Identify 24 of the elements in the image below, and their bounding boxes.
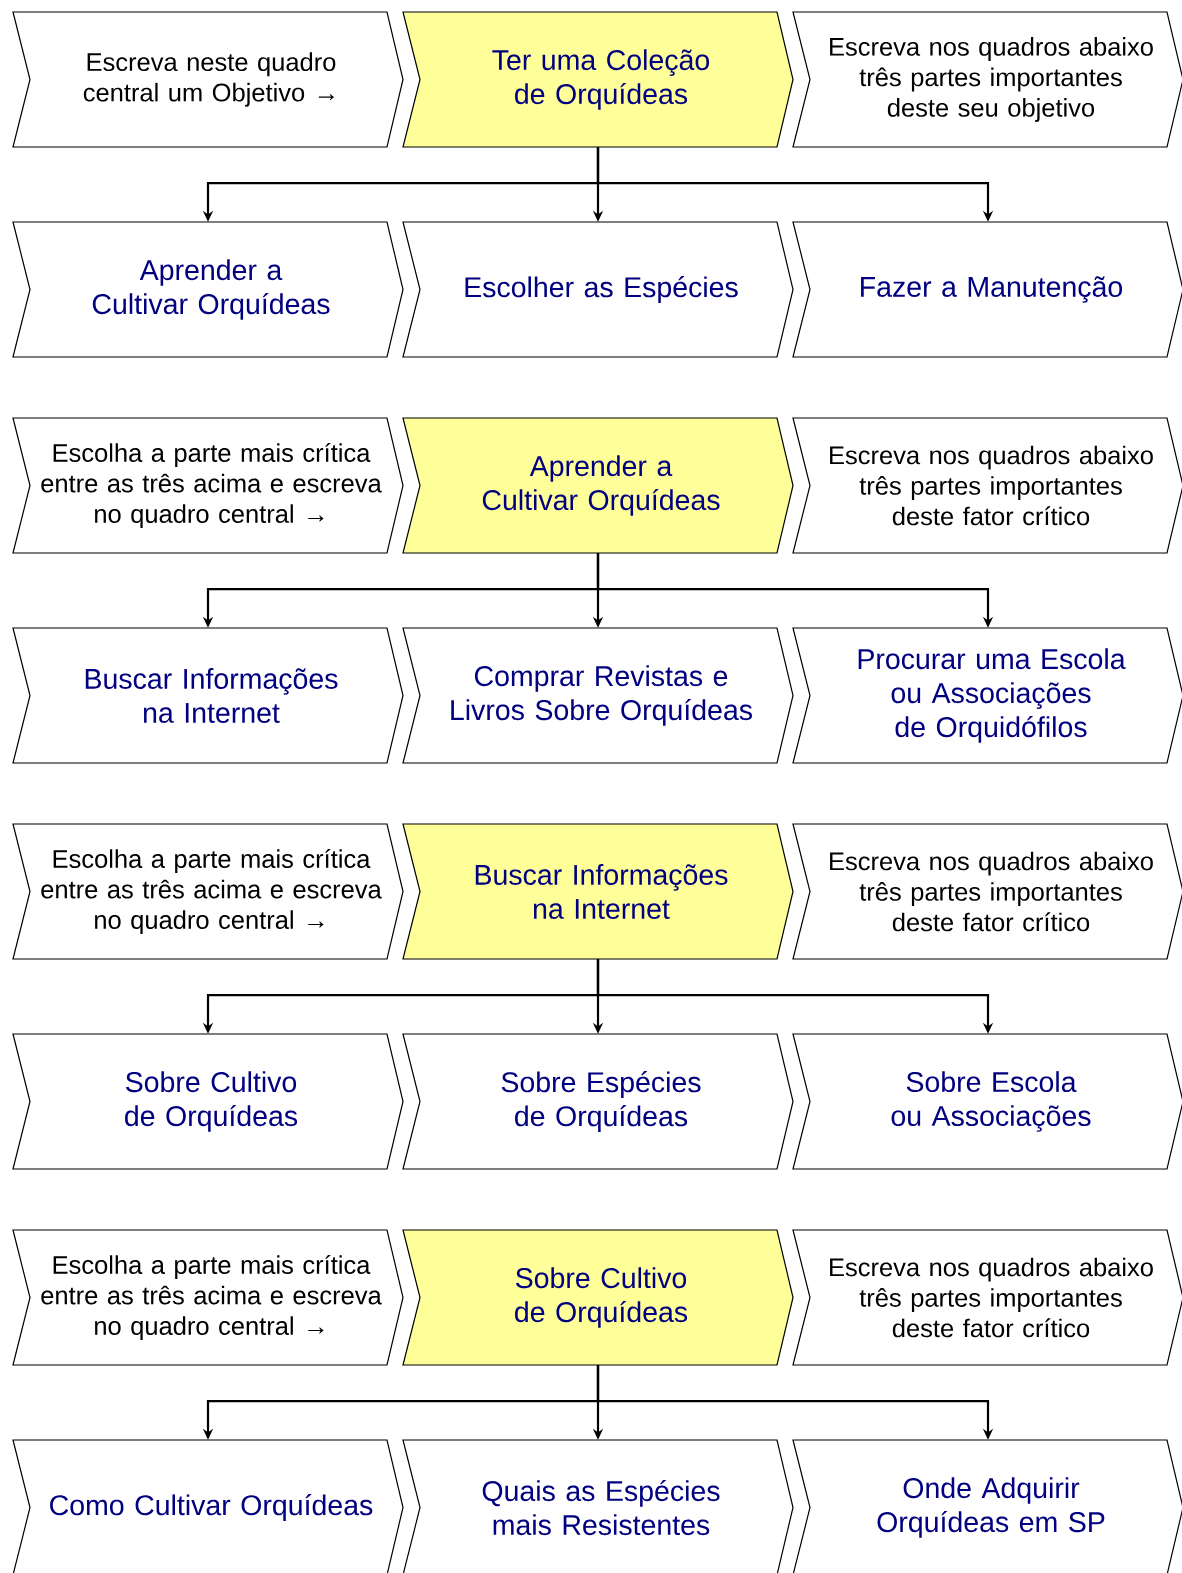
instruction-box: Escolha a parte mais crítica entre as três acima e escreva no quadro central → — [12, 823, 404, 960]
goal-box: Buscar Informações na Internet — [402, 823, 794, 960]
goal-box: Aprender a Cultivar Orquídeas — [402, 417, 794, 554]
step-box: Onde Adquirir Orquídeas em SP — [792, 1439, 1182, 1573]
instruction-box: Escreva nos quadros abaixo três partes importantes deste fator crítico — [792, 417, 1182, 554]
step-box: Fazer a Manutenção — [792, 221, 1182, 358]
instruction-box: Escolha a parte mais crítica entre as três acima e escreva no quadro central → — [12, 1229, 404, 1366]
step-box: Como Cultivar Orquídeas — [12, 1439, 404, 1573]
step-box: Sobre Cultivo de Orquídeas — [12, 1033, 404, 1170]
goal-box: Ter uma Coleção de Orquídeas — [402, 11, 794, 148]
instruction-box: Escreva nos quadros abaixo três partes importantes deste fator crítico — [792, 1229, 1182, 1366]
step-box: Sobre Espécies de Orquídeas — [402, 1033, 794, 1170]
goal-box: Sobre Cultivo de Orquídeas — [402, 1229, 794, 1366]
instruction-box: Escolha a parte mais crítica entre as três acima e escreva no quadro central → — [12, 417, 404, 554]
step-box: Buscar Informações na Internet — [12, 627, 404, 764]
step-box: Escolher as Espécies — [402, 221, 794, 358]
instruction-box: Escreva nos quadros abaixo três partes importantes deste fator crítico — [792, 823, 1182, 960]
step-box: Sobre Escola ou Associações — [792, 1033, 1182, 1170]
step-box: Aprender a Cultivar Orquídeas — [12, 221, 404, 358]
step-box: Comprar Revistas e Livros Sobre Orquídeas — [402, 627, 794, 764]
instruction-box: Escreva nos quadros abaixo três partes importantes deste seu objetivo — [792, 11, 1182, 148]
instruction-box: Escreva neste quadro central um Objetivo → — [12, 11, 404, 148]
step-box: Quais as Espécies mais Resistentes — [402, 1439, 794, 1573]
step-box: Procurar uma Escola ou Associações de Orquidófilos — [792, 627, 1182, 764]
